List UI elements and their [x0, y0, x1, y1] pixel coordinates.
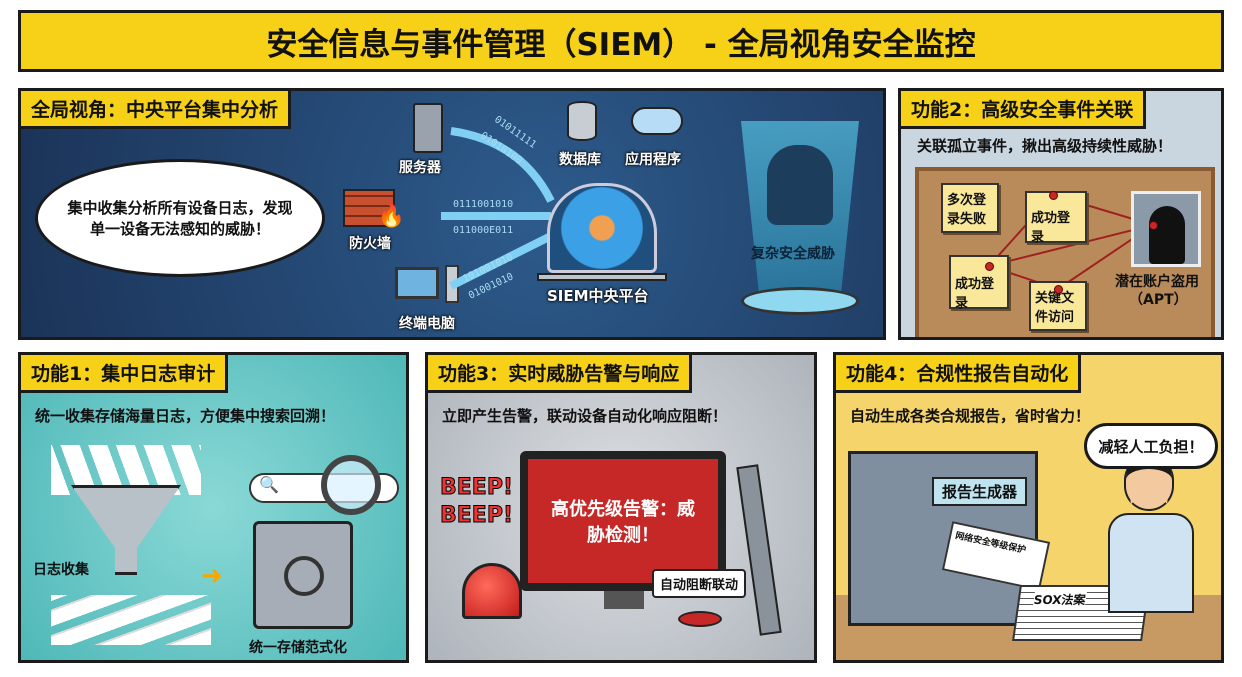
collect-label: 日志收集 — [33, 562, 89, 578]
data-flow-arrows — [441, 127, 555, 290]
arrow-endpoint — [449, 232, 553, 290]
panel-caption: 立即产生告警，联动设备自动化响应阻断！ — [442, 407, 728, 425]
panel-overview: 全局视角：中央平台集中分析 集中收集分析所有设备日志，发现单一设备无法感知的威胁… — [18, 88, 886, 340]
beep-text: BEEP! — [440, 475, 514, 501]
panel-tag: 功能3：实时威胁告警与响应 — [428, 355, 693, 393]
monster-icon — [767, 145, 833, 225]
pin — [1149, 221, 1158, 230]
speech-bubble: 减轻人工负担！ — [1084, 423, 1218, 469]
panel-tag: 功能1：集中日志审计 — [21, 355, 229, 393]
firewall-icon: 🔥 — [343, 189, 405, 229]
page-title: 安全信息与事件管理（SIEM） - 全局视角安全监控 — [18, 10, 1224, 72]
alert-screen-text: 高优先级告警：威胁检测！ — [528, 459, 718, 583]
panel-tag: 功能2：高级安全事件关联 — [901, 91, 1147, 129]
safe-icon — [253, 521, 353, 629]
arrow-right-icon: ➜ — [201, 561, 223, 591]
panel-alert: 功能3：实时威胁告警与响应 立即产生告警，联动设备自动化响应阻断！ BEEP! … — [425, 352, 817, 663]
pin — [1049, 191, 1058, 200]
panel-caption: 自动生成各类合规报告，省时省力！ — [850, 407, 1091, 425]
panel-audit: 功能1：集中日志审计 统一收集存储海量日志，方便集中搜索回溯！ 日志收集 ➜ 🔍… — [18, 352, 409, 663]
speech-text: 集中收集分析所有设备日志，发现单一设备无法感知的威胁！ — [67, 199, 293, 238]
pin — [985, 262, 994, 271]
computer-icon — [395, 267, 439, 299]
panel-tag: 全局视角：中央平台集中分析 — [21, 91, 292, 129]
hologram-pedestal — [741, 287, 859, 315]
alert-monitor: 高优先级告警：威胁检测！ — [520, 451, 726, 591]
speech-bubble: 集中收集分析所有设备日志，发现单一设备无法感知的威胁！ — [35, 159, 325, 277]
siem-platform-label: SIEM中央平台 — [547, 287, 649, 305]
red-button-icon — [678, 611, 722, 627]
siren-icon — [462, 563, 522, 619]
panel-caption: 关联孤立事件，揪出高级持续性威胁！ — [917, 137, 1173, 155]
endpoint-label: 终端电脑 — [399, 316, 455, 332]
pin — [1054, 285, 1063, 294]
server-label: 服务器 — [399, 160, 441, 176]
robot-arm-icon — [736, 464, 782, 636]
panel-compliance: 功能4：合规性报告自动化 自动生成各类合规报告，省时省力！ 报告生成器 网络安全… — [833, 352, 1224, 663]
sticky-note: 多次登录失败 — [941, 183, 999, 233]
sticky-note: 成功登录 — [949, 255, 1009, 311]
office-worker — [1108, 455, 1194, 615]
arrow-server — [450, 127, 555, 203]
cloud-icon — [631, 107, 683, 135]
laptop-base — [537, 273, 667, 281]
auto-block-button[interactable]: 自动阻断联动 — [652, 569, 747, 598]
store-label: 统一存储范式化 — [249, 640, 347, 656]
binary-text: 011000E011 — [453, 225, 514, 236]
scattered-logs — [51, 595, 211, 645]
monitor-stand — [604, 591, 644, 609]
speech-text: 减轻人工负担！ — [1098, 437, 1204, 456]
report-title: SOX法案 — [1032, 591, 1087, 608]
threat-label: 复杂安全威胁 — [751, 246, 835, 262]
siem-brain-icon — [547, 183, 657, 273]
suspect-sublabel: （APT） — [1129, 292, 1188, 308]
database-icon — [567, 101, 597, 141]
app-label: 应用程序 — [625, 152, 681, 168]
firewall-label: 防火墙 — [349, 236, 391, 252]
database-label: 数据库 — [559, 152, 601, 168]
beep-text: BEEP! — [440, 503, 514, 529]
panel-caption: 统一收集存储海量日志，方便集中搜索回溯！ — [35, 407, 336, 425]
panel-tag: 功能4：合规性报告自动化 — [836, 355, 1082, 393]
sticky-note: 成功登录 — [1025, 191, 1087, 245]
suspect-label: 潜在账户盗用 — [1115, 274, 1199, 290]
server-icon — [413, 103, 443, 153]
suspect-photo — [1131, 191, 1201, 267]
magnifier-icon — [321, 455, 381, 515]
machine-label: 报告生成器 — [932, 477, 1028, 506]
panel-correlation: 功能2：高级安全事件关联 关联孤立事件，揪出高级持续性威胁！ 多次登录失败 成功… — [898, 88, 1224, 340]
binary-text: 0111001010 — [453, 199, 514, 210]
